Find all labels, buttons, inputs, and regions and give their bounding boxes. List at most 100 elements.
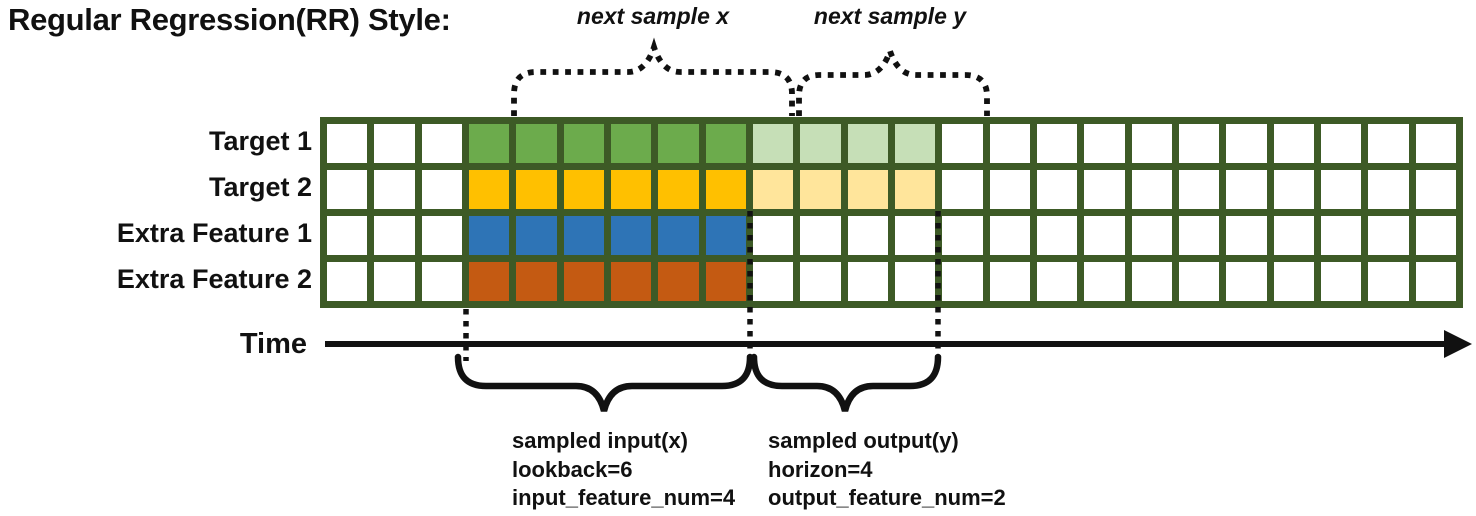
grid-cell bbox=[800, 124, 841, 163]
grid-cell bbox=[658, 262, 699, 301]
sampled-input-line: sampled input(x) bbox=[512, 428, 689, 453]
row-label-extra-feature-1: Extra Feature 1 bbox=[116, 218, 312, 248]
horizon-line: horizon=4 bbox=[768, 456, 873, 482]
grid-cell bbox=[800, 170, 841, 209]
grid-cell bbox=[374, 124, 415, 163]
grid-cell bbox=[1368, 170, 1409, 209]
sample-grid bbox=[320, 117, 1463, 308]
grid-cell bbox=[421, 170, 462, 209]
grid-cell bbox=[563, 216, 604, 255]
grid-cell bbox=[374, 262, 415, 301]
grid-cell bbox=[421, 124, 462, 163]
grid-cell bbox=[942, 262, 983, 301]
grid-cell bbox=[989, 170, 1030, 209]
grid-cell bbox=[516, 216, 557, 255]
grid-cell bbox=[847, 216, 888, 255]
grid-cell bbox=[658, 216, 699, 255]
grid-cell bbox=[989, 216, 1030, 255]
grid-cell bbox=[752, 124, 794, 163]
grid-cell bbox=[421, 216, 462, 255]
grid-cell bbox=[563, 262, 604, 301]
grid-cell bbox=[894, 262, 936, 301]
grid-cell bbox=[1084, 262, 1125, 301]
grid-cell bbox=[563, 124, 604, 163]
grid-cell bbox=[1320, 124, 1362, 163]
grid-cell bbox=[468, 262, 510, 301]
sampled-output-annotation: sampled output(y) horizon=4 output_featu… bbox=[768, 427, 1006, 513]
grid-cell bbox=[610, 216, 652, 255]
grid-cell bbox=[847, 262, 888, 301]
grid-cell bbox=[1226, 124, 1267, 163]
grid-cell bbox=[516, 170, 557, 209]
grid-cell bbox=[1320, 170, 1362, 209]
grid-cell bbox=[1226, 262, 1267, 301]
next-sample-x-brace bbox=[511, 37, 795, 116]
grid-cell bbox=[1178, 124, 1220, 163]
grid-cell bbox=[1273, 216, 1314, 255]
lookback-line: lookback=6 bbox=[512, 456, 633, 482]
sampled-input-annotation: sampled input(x) lookback=6 input_featur… bbox=[512, 427, 735, 513]
grid-cell bbox=[847, 124, 888, 163]
grid-cell bbox=[1226, 216, 1267, 255]
page-title: Regular Regression(RR) Style: bbox=[8, 2, 451, 37]
grid-cell bbox=[421, 262, 462, 301]
next-sample-x-label: next sample x bbox=[576, 3, 730, 29]
grid-cell bbox=[752, 262, 794, 301]
grid-cell bbox=[1368, 124, 1409, 163]
grid-cell bbox=[894, 216, 936, 255]
sampled-output-line: sampled output(y) bbox=[768, 428, 959, 453]
grid-cell bbox=[1415, 170, 1456, 209]
row-label-extra-feature-2: Extra Feature 2 bbox=[116, 264, 312, 294]
grid-cell bbox=[1036, 262, 1078, 301]
grid-cell bbox=[1226, 170, 1267, 209]
grid-cell bbox=[610, 124, 652, 163]
grid-cell bbox=[516, 262, 557, 301]
grid-cell bbox=[705, 262, 746, 301]
grid-cell bbox=[658, 124, 699, 163]
grid-cell bbox=[1131, 124, 1172, 163]
grid-cell bbox=[847, 170, 888, 209]
grid-cell bbox=[800, 216, 841, 255]
grid-cell bbox=[942, 216, 983, 255]
grid-cell bbox=[374, 170, 415, 209]
grid-cell bbox=[1036, 170, 1078, 209]
input-feature-num-line: input_feature_num=4 bbox=[512, 485, 736, 510]
row-label-target-2: Target 2 bbox=[208, 172, 312, 202]
time-axis-label: Time bbox=[239, 328, 307, 360]
grid-cell bbox=[1415, 262, 1456, 301]
grid-cell bbox=[516, 124, 557, 163]
grid-cell bbox=[468, 216, 510, 255]
sampled-input-brace bbox=[454, 353, 754, 412]
grid-cell bbox=[327, 170, 368, 209]
grid-cell bbox=[610, 262, 652, 301]
row-label-target-1: Target 1 bbox=[208, 126, 312, 156]
grid-cell bbox=[752, 170, 794, 209]
grid-cell bbox=[1273, 170, 1314, 209]
grid-cell bbox=[468, 124, 510, 163]
grid-cell bbox=[1131, 170, 1172, 209]
grid-cell bbox=[989, 124, 1030, 163]
sampled-output-brace bbox=[750, 353, 942, 412]
grid-cell bbox=[1273, 124, 1314, 163]
grid-cell bbox=[1320, 216, 1362, 255]
time-axis-arrow-head bbox=[1444, 330, 1472, 358]
grid-cell bbox=[752, 216, 794, 255]
grid-cell bbox=[1415, 124, 1456, 163]
grid-cell bbox=[327, 262, 368, 301]
grid-cell bbox=[658, 170, 699, 209]
grid-cell bbox=[1368, 216, 1409, 255]
grid-cell bbox=[468, 170, 510, 209]
grid-cell bbox=[327, 216, 368, 255]
grid-cell bbox=[894, 170, 936, 209]
grid-cell bbox=[942, 170, 983, 209]
grid-cell bbox=[705, 216, 746, 255]
grid-cell bbox=[1036, 216, 1078, 255]
grid-cell bbox=[705, 124, 746, 163]
grid-cell bbox=[800, 262, 841, 301]
grid-cell bbox=[1084, 124, 1125, 163]
next-sample-y-label: next sample y bbox=[813, 3, 967, 29]
grid-cell bbox=[1178, 262, 1220, 301]
grid-cell bbox=[1320, 262, 1362, 301]
grid-cell bbox=[1415, 216, 1456, 255]
